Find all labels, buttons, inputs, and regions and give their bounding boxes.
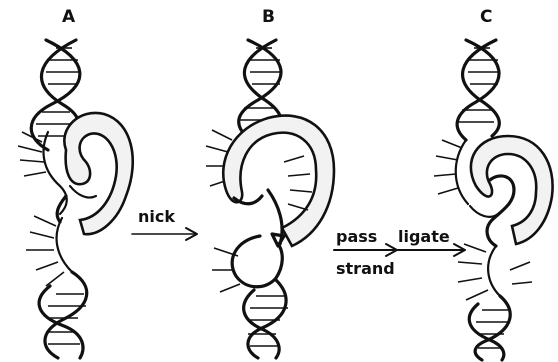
panel-a: A bbox=[18, 7, 133, 358]
panel-c-upper-helix bbox=[457, 40, 500, 140]
panel-c-left-ticks bbox=[434, 140, 468, 204]
panel-b-right-ticks bbox=[284, 156, 312, 210]
panel-a-enzyme bbox=[64, 113, 132, 234]
pass-strand-step: pass strand bbox=[334, 227, 397, 278]
panel-a-label: A bbox=[62, 7, 76, 27]
panel-c-lower-helix bbox=[469, 296, 510, 360]
panel-c-lower-strand bbox=[458, 244, 532, 300]
panel-c-label: C bbox=[480, 7, 492, 27]
pass-label: pass bbox=[336, 227, 377, 246]
ligate-label: ligate bbox=[398, 227, 450, 246]
panel-c-enzyme bbox=[471, 136, 553, 244]
panel-a-lower-strand bbox=[26, 216, 72, 286]
panel-a-left-ticks bbox=[18, 132, 67, 214]
nick-label: nick bbox=[138, 207, 175, 226]
strand-label: strand bbox=[336, 259, 395, 278]
panel-b-enzyme bbox=[223, 116, 334, 246]
nick-step: nick bbox=[132, 207, 197, 240]
panel-b-lower-helix bbox=[244, 280, 288, 358]
panel-b: B bbox=[206, 7, 334, 358]
panel-c: C bbox=[434, 7, 553, 360]
panel-b-label: B bbox=[262, 7, 275, 27]
ligate-step: ligate bbox=[398, 227, 465, 256]
